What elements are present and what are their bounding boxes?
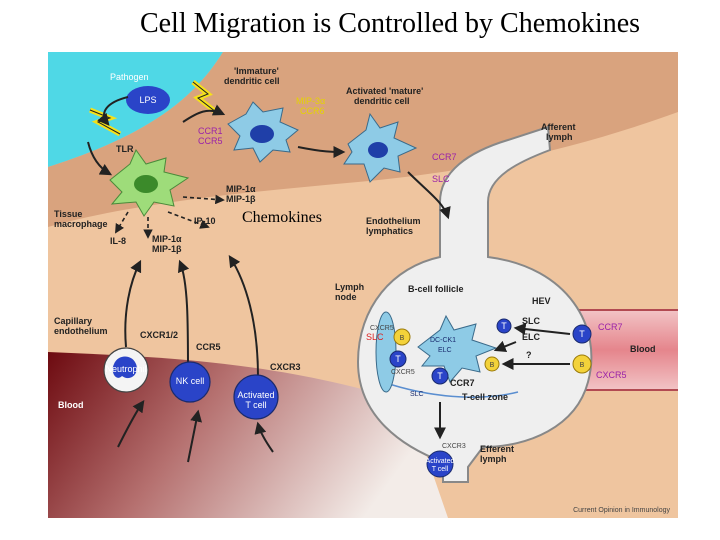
mip1b-a-label: MIP-1β <box>226 194 256 204</box>
activated-t-label-1: Activated <box>237 390 274 400</box>
svg-text:T: T <box>437 371 443 381</box>
svg-text:T: T <box>395 354 401 364</box>
question-label: ? <box>526 350 532 360</box>
page-title: Cell Migration is Controlled by Chemokin… <box>139 8 641 39</box>
blood-vessel-left <box>48 352 448 518</box>
ccr5-top-label: CCR5 <box>198 136 223 146</box>
ccr7-in-label: CCR7 <box>450 378 475 388</box>
arrow <box>187 409 203 463</box>
dcck1-label: DC-CK1 <box>430 337 456 344</box>
svg-text:T: T <box>501 321 507 331</box>
arrow <box>117 400 145 448</box>
tlr-label: TLR <box>116 144 134 154</box>
ip10-label: IP-10 <box>194 216 216 226</box>
cxcr5-low-label: CXCR5 <box>391 369 415 376</box>
blood-left-label: Blood <box>58 400 84 410</box>
mip3a-label: MIP-3α <box>296 96 325 106</box>
t-cell <box>431 367 449 385</box>
cxcr3-label: CXCR3 <box>270 362 301 372</box>
immature-label-1: 'Immature' <box>234 66 279 76</box>
bcell-follicle-label: B-cell follicle <box>408 284 464 294</box>
cxcr5-right-label: CXCR5 <box>596 370 627 380</box>
pathogen-label: Pathogen <box>110 72 149 82</box>
lymph-node-label-1: Lymph <box>335 282 364 292</box>
arrow <box>177 259 190 373</box>
activated-t-cell-efferent <box>426 450 454 478</box>
chemokines-overlay-label: Chemokines <box>242 209 322 226</box>
arrow <box>228 254 259 378</box>
arrow <box>297 145 346 158</box>
arrow <box>254 421 274 453</box>
arrow <box>182 104 226 123</box>
arrow <box>513 323 571 336</box>
ccr6-label: CCR6 <box>300 106 325 116</box>
blood-right-label: Blood <box>630 344 656 354</box>
immature-label-2: dendritic cell <box>224 76 280 86</box>
lymph-node-label-2: node <box>335 292 357 302</box>
capillary-label-2: endothelium <box>54 326 108 336</box>
svg-text:B: B <box>580 362 585 369</box>
cxcr12-label: CXCR1/2 <box>140 330 178 340</box>
svg-text:B: B <box>400 335 405 342</box>
cxcr5-in-label: CXCR5 <box>370 325 394 332</box>
cxcr3-low-label: CXCR3 <box>442 443 466 450</box>
elc-in-label: ELC <box>438 347 452 354</box>
arrow <box>124 259 142 348</box>
endothelium-label-1: Endothelium <box>366 216 421 226</box>
hev-label: HEV <box>532 296 551 306</box>
slc-in-left-label: SLC <box>366 332 384 342</box>
tissue-label-1: Tissue <box>54 209 82 219</box>
mip1a-b-label: MIP-1α <box>152 234 182 244</box>
activated-t-cell <box>233 374 279 420</box>
b-cell <box>484 356 500 372</box>
t-cell <box>572 324 592 344</box>
mip1b-b-label: MIP-1β <box>152 244 182 254</box>
source-footer: Current Opinion in Immunology <box>573 507 670 514</box>
slc-hev-label: SLC <box>522 316 541 326</box>
ccr7-right-label: CCR7 <box>598 322 623 332</box>
arrow <box>97 96 129 126</box>
lps-label: LPS <box>139 95 156 105</box>
chemokine-migration-diagram: LPS Pathogen 'Immature' dendritic cell M… <box>48 52 678 518</box>
svg-text:Activated: Activated <box>426 458 455 465</box>
lymph-node-dc <box>417 314 498 383</box>
pathogen-cell <box>126 86 170 114</box>
ccr1-label: CCR1 <box>198 126 223 136</box>
tissue-label-2: macrophage <box>54 219 108 229</box>
svg-text:B: B <box>490 362 495 369</box>
nk-cell-label: NK cell <box>176 376 205 386</box>
follicular-dc <box>375 311 397 393</box>
efferent-label-1: Efferent <box>480 444 514 454</box>
lymph-node <box>356 125 593 483</box>
elc-hev-label: ELC <box>522 332 541 342</box>
il8-label: IL-8 <box>110 236 126 246</box>
afferent-label-2: lymph <box>546 132 573 142</box>
tcell-zone-label: T-cell zone <box>462 392 508 402</box>
svg-text:T cell: T cell <box>432 466 449 473</box>
arrow <box>87 141 113 176</box>
t-cell <box>496 318 512 334</box>
arrow <box>407 171 451 220</box>
svg-text:T: T <box>579 329 585 339</box>
afferent-label-1: Afferent <box>541 122 576 132</box>
nk-cell <box>169 361 211 403</box>
activated-t-label-2: T cell <box>245 400 266 410</box>
endothelium-label-2: lymphatics <box>366 226 413 236</box>
arrow <box>167 211 210 229</box>
arrow <box>115 211 129 234</box>
mature-label-1: Activated 'mature' <box>346 86 423 96</box>
capillary-label-1: Capillary <box>54 316 92 326</box>
t-cell <box>389 350 407 368</box>
arrow <box>493 340 517 353</box>
neutrophil-label: Neutrophil <box>105 364 146 374</box>
ccr7-top-label: CCR7 <box>432 152 457 162</box>
slc-top-label: SLC <box>432 174 450 184</box>
efferent-label-2: lymph <box>480 454 507 464</box>
slc-in-low-label: SLC <box>410 391 424 398</box>
ccr5-mid-label: CCR5 <box>196 342 221 352</box>
mature-label-2: dendritic cell <box>354 96 410 106</box>
mip1a-a-label: MIP-1α <box>226 184 256 194</box>
b-cell <box>393 328 411 346</box>
b-cell <box>572 354 592 374</box>
